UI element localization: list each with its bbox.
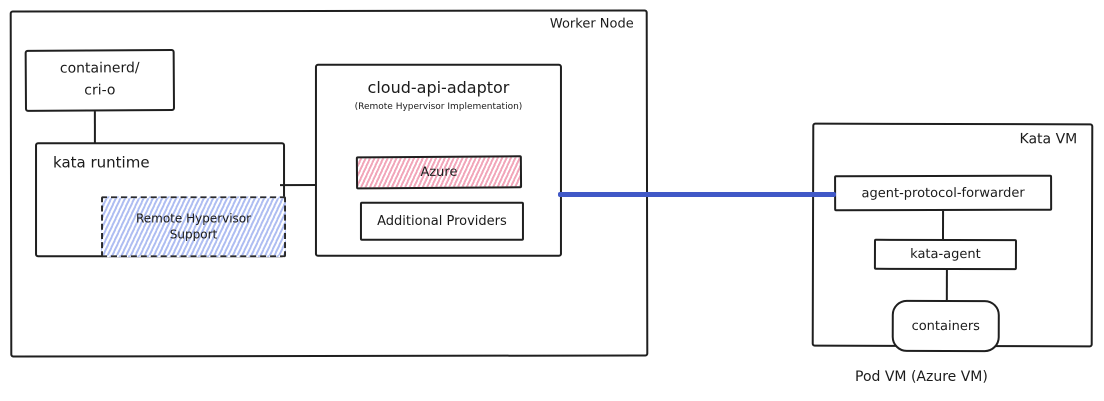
connector-cloud-api-adaptor-to-agent-protocol-forwarder	[558, 192, 836, 197]
connector-containerd-to-kata-runtime	[93, 111, 96, 144]
connector-kata-agent-to-containers	[945, 269, 948, 301]
additional-providers-label: Additional Providers	[377, 213, 507, 229]
kata-agent-label: kata-agent	[910, 246, 981, 263]
kata-vm-label: Kata VM	[1019, 131, 1078, 148]
worker-node-box: Worker Node containerd/ cri-o kata runti…	[9, 9, 649, 358]
containerd-label-line2: cri-o	[84, 82, 116, 99]
worker-node-label: Worker Node	[549, 16, 634, 32]
remote-hypervisor-support-box: Remote Hypervisor Support	[101, 196, 287, 258]
connector-forwarder-to-kata-agent	[941, 210, 945, 240]
azure-provider-box: Azure	[355, 155, 523, 190]
kata-agent-box: kata-agent	[873, 238, 1017, 271]
containerd-label-line1: containerd/	[59, 60, 140, 77]
cloud-api-adaptor-box: cloud-api-adaptor (Remote Hypervisor Imp…	[314, 63, 562, 257]
connector-kata-runtime-to-cloud-api-adaptor	[280, 184, 318, 187]
kata-runtime-label: kata runtime	[53, 153, 150, 172]
kata-vm-box: Kata VM agent-protocol-forwarder kata-ag…	[811, 122, 1094, 353]
containers-label: containers	[911, 318, 980, 334]
agent-protocol-forwarder-box: agent-protocol-forwarder	[834, 174, 1053, 212]
remote-hypervisor-support-line1: Remote Hypervisor	[135, 211, 252, 226]
azure-label: Azure	[420, 164, 458, 180]
additional-providers-box: Additional Providers	[359, 201, 524, 241]
containers-box: containers	[891, 299, 1000, 353]
agent-protocol-forwarder-label: agent-protocol-forwarder	[861, 185, 1025, 201]
kata-runtime-box: kata runtime Remote Hypervisor Support	[35, 142, 287, 258]
cloud-api-adaptor-title: cloud-api-adaptor	[367, 77, 510, 97]
remote-hypervisor-support-line2: Support	[169, 226, 218, 241]
containerd-crio-box: containerd/ cri-o	[24, 48, 176, 112]
cloud-api-adaptor-subtitle: (Remote Hypervisor Implementation)	[354, 101, 523, 112]
pod-vm-caption: Pod VM (Azure VM)	[855, 369, 988, 385]
